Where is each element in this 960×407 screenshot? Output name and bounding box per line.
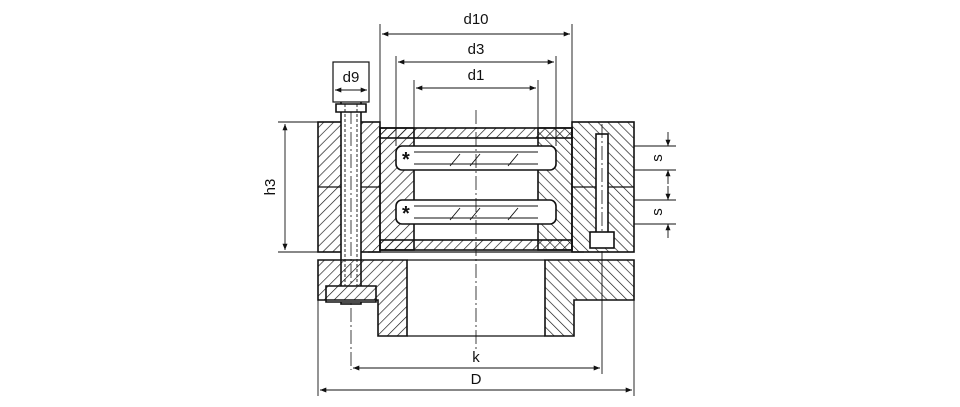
dimension-k: k (353, 252, 603, 374)
dimension-d10: d10 (379, 11, 573, 128)
star-marker-top: * (402, 149, 410, 171)
dimension-d1: d1 (413, 67, 539, 146)
dimension-d3: d3 (395, 41, 557, 146)
label-d1: d1 (468, 67, 485, 84)
label-s-top: s (649, 154, 666, 162)
label-d9: d9 (343, 69, 360, 86)
dimension-D: D (317, 300, 635, 396)
dimension-d9: d9 (332, 61, 370, 103)
upper-housing-right (571, 121, 635, 253)
dimension-h3: h3 (262, 121, 318, 253)
label-d3: d3 (468, 41, 485, 58)
dimension-s-top: s (634, 132, 676, 184)
label-d10: d10 (463, 11, 488, 28)
star-marker-bottom: * (402, 203, 410, 225)
label-k: k (472, 349, 480, 366)
label-h3: h3 (262, 179, 279, 196)
label-D: D (471, 371, 482, 388)
dimension-s-bottom: s (634, 186, 676, 238)
label-s-bottom: s (649, 208, 666, 216)
